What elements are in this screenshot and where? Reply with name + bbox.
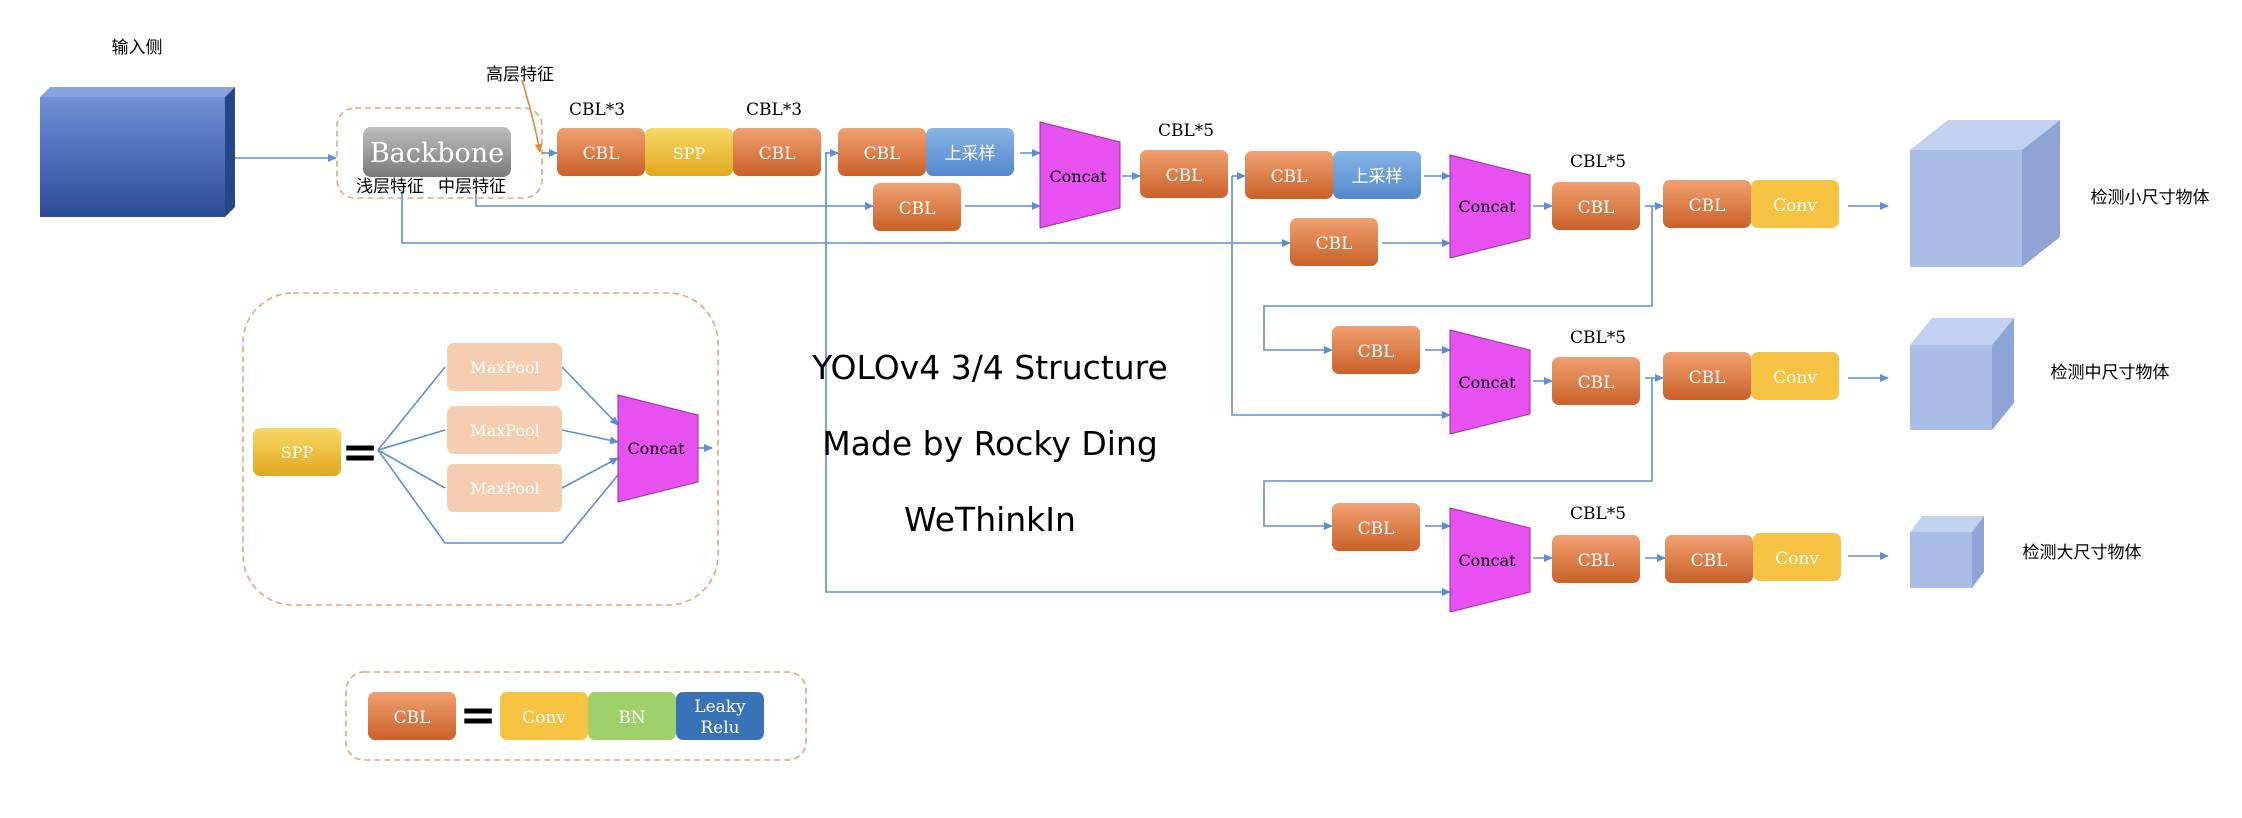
concat-block: [617, 394, 699, 503]
maxpool-block: [447, 464, 562, 512]
concat-block: [1039, 121, 1121, 229]
spp-label: SPP: [281, 443, 314, 462]
cbl-block: [368, 692, 456, 740]
concat-block: [1449, 154, 1531, 259]
detect-small-label: 检测小尺寸物体: [2091, 188, 2210, 208]
cbl-label: CBL: [1689, 196, 1726, 216]
cbl-label: CBL: [864, 144, 901, 164]
maxpool-label: MaxPool: [470, 479, 539, 498]
cbl-block: [1665, 535, 1753, 583]
cbl-label: CBL: [1358, 519, 1395, 539]
cbl3-label: CBL*3: [569, 100, 625, 120]
output-cube-large: [1910, 516, 1984, 588]
cbl-label: CBL: [583, 144, 620, 164]
output-cube-small: [1910, 120, 2060, 267]
backbone-box: [363, 127, 511, 177]
cbl5-label: CBL*5: [1570, 152, 1626, 172]
spp-block: [645, 128, 733, 176]
backbone-label: Backbone: [370, 138, 504, 169]
spp-block: [253, 428, 341, 476]
upsample-label: 上采样: [1352, 167, 1403, 187]
conv-block: [500, 692, 588, 740]
concat-label: Concat: [627, 439, 685, 458]
maxpool-label: MaxPool: [470, 421, 539, 440]
input-block: [40, 87, 235, 217]
relu-label: Relu: [700, 718, 739, 738]
upsample-block: [926, 128, 1014, 176]
shallow-feature-label: 浅层特征: [356, 177, 424, 197]
cbl-label: CBL: [1578, 198, 1615, 218]
equals-sign: =: [460, 690, 497, 741]
concat-block: [1449, 507, 1531, 613]
detect-large-label: 检测大尺寸物体: [2023, 543, 2142, 563]
cbl-block: [838, 128, 926, 176]
cbl-block: [1663, 352, 1751, 400]
concat-label: Concat: [1049, 167, 1107, 186]
concat-label: Concat: [1458, 373, 1516, 392]
cbl-label: CBL: [1691, 551, 1728, 571]
cbl3-label: CBL*3: [746, 100, 802, 120]
cbl-block: [1552, 357, 1640, 405]
conv-block: [1753, 533, 1841, 581]
spp-label: SPP: [673, 144, 706, 163]
title-line-1: YOLOv4 3/4 Structure: [811, 348, 1168, 387]
conv-block: [1751, 352, 1839, 400]
concat-block: [1449, 329, 1531, 435]
conv-label: Conv: [1775, 549, 1819, 569]
cbl-block: [1140, 150, 1228, 198]
cbl-block: [557, 128, 645, 176]
cbl-label: CBL: [759, 144, 796, 164]
bn-block: [588, 692, 676, 740]
cbl-label: CBL: [899, 199, 936, 219]
input-side-label: 输入侧: [112, 38, 163, 58]
cbl-block: [1290, 218, 1378, 266]
maxpool-block: [447, 406, 562, 454]
concat-label: Concat: [1458, 551, 1516, 570]
cbl-block: [733, 128, 821, 176]
top-chain: CBL SPP CBL CBL 上采样 CBL: [557, 128, 1014, 231]
upsample-block: [1333, 151, 1421, 199]
cbl-block: [1332, 326, 1420, 374]
bn-label: BN: [618, 708, 645, 728]
conv-label: Conv: [522, 708, 566, 728]
conv-block: [1751, 180, 1839, 228]
conv-label: Conv: [1773, 368, 1817, 388]
cbl-block: [1552, 182, 1640, 230]
cbl-label: CBL: [1358, 342, 1395, 362]
cbl-label: CBL: [1166, 166, 1203, 186]
spp-legend-frame: [242, 292, 719, 606]
title-line-3: WeThinkIn: [904, 500, 1076, 539]
upsample-label: 上采样: [945, 144, 996, 164]
cbl5-label: CBL*5: [1570, 328, 1626, 348]
equals-sign: =: [342, 427, 379, 478]
maxpool-block: [447, 343, 562, 391]
cbl-legend-frame: [345, 671, 807, 761]
output-cube-mid: [1910, 318, 2014, 430]
cbl-block: [1332, 503, 1420, 551]
connections: [235, 149, 1889, 596]
cbl-label: CBL: [1578, 551, 1615, 571]
conv-label: Conv: [1773, 196, 1817, 216]
cbl-label: CBL: [1578, 373, 1615, 393]
concat-label: Concat: [1458, 197, 1516, 216]
cbl-label: CBL: [1689, 368, 1726, 388]
cbl5-label: CBL*5: [1158, 121, 1214, 141]
cbl5-label: CBL*5: [1570, 504, 1626, 524]
cbl-block: [1552, 535, 1640, 583]
cbl-block: [1245, 151, 1333, 199]
leaky-relu-block: [676, 692, 764, 740]
leaky-label: Leaky: [694, 697, 746, 717]
maxpool-label: MaxPool: [470, 358, 539, 377]
cbl-block: [1663, 180, 1751, 228]
middle-feature-label: 中层特征: [438, 177, 506, 197]
high-feature-pointer: [521, 79, 543, 153]
cbl-block: [873, 183, 961, 231]
detect-mid-label: 检测中尺寸物体: [2051, 363, 2170, 383]
high-feature-label: 高层特征: [486, 65, 554, 85]
title-line-2: Made by Rocky Ding: [822, 424, 1158, 463]
cbl-label: CBL: [394, 708, 431, 728]
cbl-label: CBL: [1271, 167, 1308, 187]
cbl-label: CBL: [1316, 234, 1353, 254]
